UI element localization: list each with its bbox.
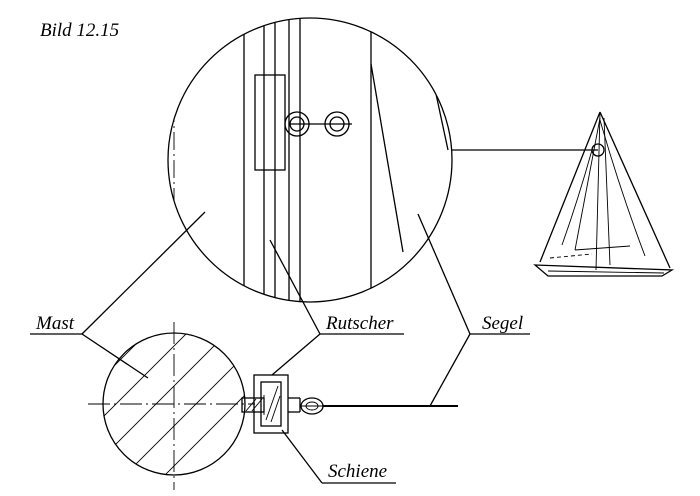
shackle (300, 397, 324, 415)
label-schiene: Schiene (328, 461, 387, 482)
label-segel: Segel (482, 313, 523, 334)
label-mast: Mast (35, 313, 75, 334)
magnified-detail (167, 17, 453, 303)
label-rutscher: Rutscher (325, 313, 394, 334)
mast-cross-section (88, 322, 255, 490)
slider-block (254, 74, 286, 171)
track-section (241, 374, 301, 434)
figure-label: Bild 12.15 (40, 20, 119, 41)
sailboat-icon (533, 111, 675, 277)
